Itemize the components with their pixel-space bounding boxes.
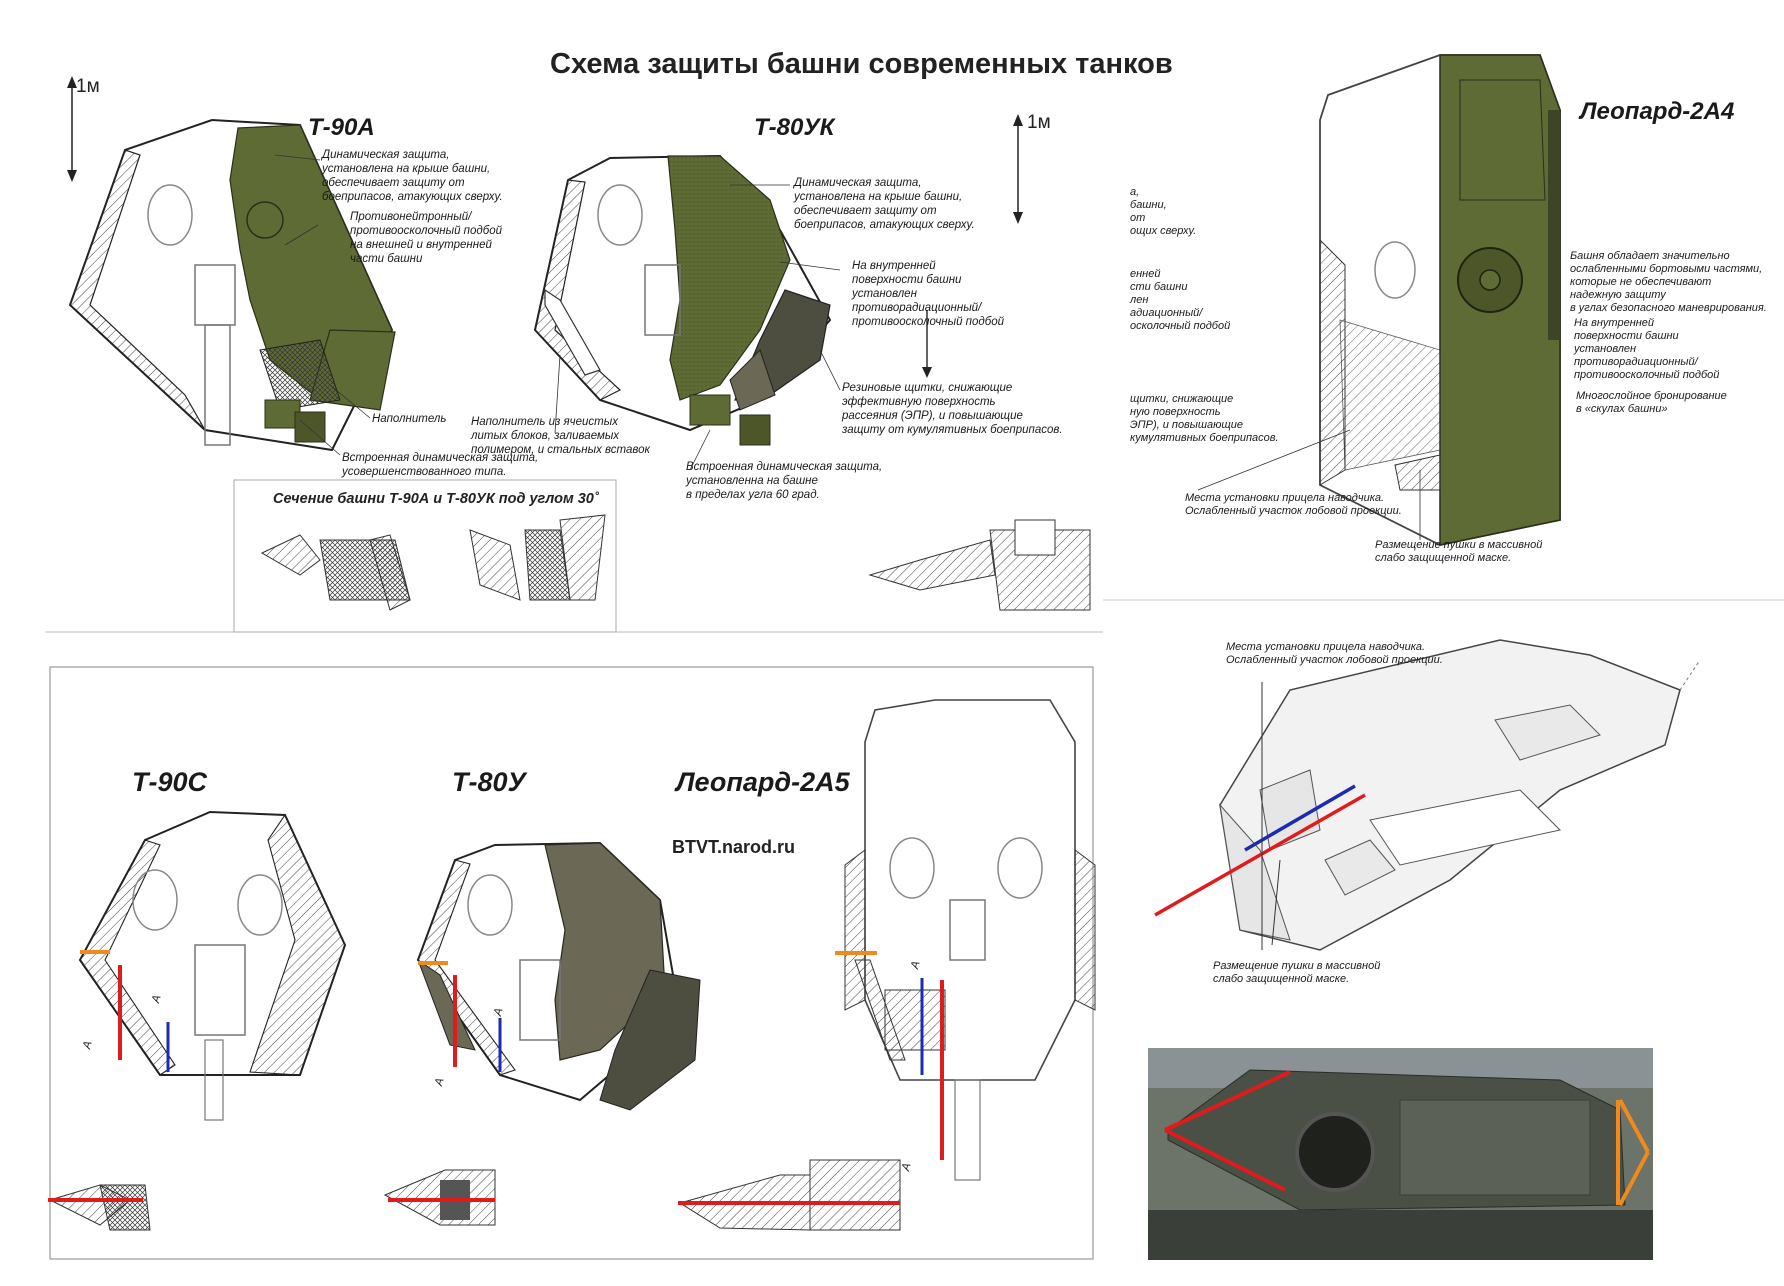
- scale-label-mid: 1м: [1027, 112, 1051, 133]
- tank-name-t90a: Т-90А: [308, 114, 375, 141]
- note-leo2a4-inner-liner: На внутренней поверхности башни установл…: [1574, 317, 1720, 381]
- t80u-turret: [416, 841, 701, 1111]
- section-panel-frame: [233, 479, 617, 633]
- watermark-site: BTVT.narod.ru: [672, 837, 796, 857]
- note-leo2a4-multilayer: Многослойное бронирование в «скулах башн…: [1576, 390, 1727, 415]
- note-iso-gun: Размещение пушки в массивной слабо защищ…: [1213, 960, 1381, 985]
- note-leo2a4-partial-3: щитки, снижающие ную поверхность ЭПР), и…: [1130, 393, 1279, 444]
- leo-section-small: [868, 519, 1091, 611]
- leo2a5-turret: [835, 699, 1096, 1181]
- turret-photo: [1148, 1048, 1653, 1260]
- note-t80uk-rubber-screens: Резиновые щитки, снижающие эффективную п…: [842, 382, 1063, 436]
- tank-name-leo2a5: Леопард-2А5: [676, 767, 850, 797]
- note-leo2a4-gun: Размещение пушки в массивной слабо защищ…: [1375, 539, 1543, 564]
- section-drawings: [260, 514, 606, 611]
- bottom-sections: [48, 1159, 901, 1231]
- note-t80uk-builtin-era: Встроенная динамическая защита, установл…: [686, 461, 883, 501]
- t90a-turret: [68, 118, 396, 452]
- note-leo2a4-sight: Места установки прицела наводчика. Ослаб…: [1185, 492, 1402, 517]
- scale-arrow-mid: [1013, 114, 1023, 224]
- tank-name-t90s: Т-90С: [132, 767, 208, 797]
- leo2a4-turret: [1319, 54, 1561, 546]
- tank-name-leo2a4: Леопард-2А4: [1580, 98, 1735, 125]
- scale-label-left: 1м: [76, 76, 100, 97]
- tank-name-t80uk: Т-80УК: [754, 114, 835, 141]
- note-t80uk-roof-era: Динамическая защита, установлена на крыш…: [794, 177, 975, 231]
- t90s-turret: [78, 810, 347, 1121]
- note-leo2a4-weak-sides: Башня обладает значительно ослабленными …: [1570, 250, 1767, 314]
- t80uk-turret: [533, 154, 832, 446]
- scale-arrow-left: [67, 76, 77, 182]
- note-t80uk-inner-liner: На внутренней поверхности башни установл…: [852, 260, 1004, 328]
- note-leo2a4-partial-1: а, башни, от ощих сверху.: [1130, 186, 1197, 237]
- tank-name-t80u: Т-80У: [452, 767, 526, 797]
- note-t90a-filler: Наполнитель: [372, 413, 447, 425]
- note-leo2a4-partial-2: енней сти башни лен адиационный/ осколоч…: [1130, 268, 1231, 332]
- section-title: Сечение башни Т-90А и Т-80УК под углом 3…: [273, 491, 599, 507]
- isometric-turret: [1154, 639, 1701, 951]
- scale-arrow-t80uk: [922, 310, 932, 378]
- note-t90a-roof-era: Динамическая защита, установлена на крыш…: [322, 149, 503, 203]
- note-t80uk-cell-filler: Наполнитель из ячеистых литых блоков, за…: [471, 416, 650, 456]
- page-title: Схема защиты башни современных танков: [550, 48, 1173, 80]
- note-iso-sight: Места установки прицела наводчика. Ослаб…: [1226, 641, 1443, 666]
- note-t90a-builtin-era: Встроенная динамическая защита, усоверше…: [342, 452, 539, 478]
- note-t90a-liner: Противонейтронный/ противоосколочный под…: [350, 211, 502, 265]
- leader-lines: [274, 154, 1421, 540]
